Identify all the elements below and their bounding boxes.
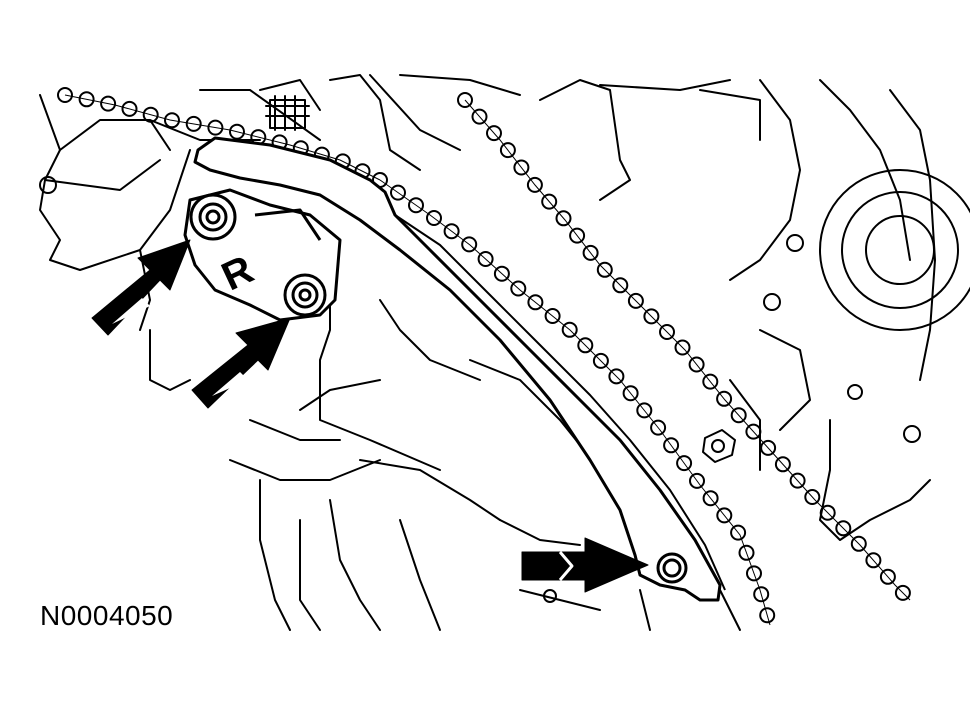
chain-link (513, 159, 530, 176)
chain-link (471, 108, 488, 125)
chain-link (510, 280, 527, 297)
chain-link (185, 115, 202, 132)
chain-link (577, 337, 594, 354)
chain-link (555, 210, 572, 227)
chain-link (426, 210, 442, 226)
block-holes (39, 176, 921, 603)
chain-side-plate (64, 94, 381, 181)
chain-side-plate (379, 179, 771, 626)
tensioner-lower-bolt-icon (283, 273, 327, 317)
chain-link (608, 368, 625, 385)
chain-link (636, 402, 653, 419)
chain-link (774, 456, 791, 473)
chain-link (100, 95, 117, 112)
chain-link (561, 321, 578, 338)
chain-link (627, 292, 644, 309)
chain-link (526, 176, 543, 193)
chain-link (879, 568, 896, 585)
chain-side-plate (464, 99, 911, 601)
chain-link (486, 125, 502, 142)
chain-link (674, 339, 691, 356)
chain-link (121, 100, 138, 117)
chain-link (663, 437, 680, 454)
timing-chain-main (372, 172, 776, 626)
chain-link (730, 524, 747, 541)
chain-link (612, 277, 629, 294)
chain-link (716, 390, 733, 407)
chain-link (753, 586, 770, 603)
arrow-upper-left-bolt (91, 239, 191, 336)
chain-link (582, 244, 599, 261)
chain-link (819, 504, 836, 521)
chain-link (569, 227, 586, 244)
chain-link (544, 308, 561, 324)
chain-link (730, 407, 747, 424)
chain-link (461, 236, 478, 253)
chain-link (390, 184, 406, 201)
chain-link (759, 607, 776, 624)
chain-link (738, 544, 755, 561)
chain-link (229, 123, 245, 140)
chain-link (702, 490, 719, 507)
chain-link (527, 294, 544, 311)
chain-link (894, 584, 911, 601)
chain-link (676, 455, 693, 472)
chain-link (78, 91, 95, 108)
guide-pivot-bolt-icon (656, 552, 688, 584)
chain-link (57, 87, 73, 103)
chain-link (408, 197, 424, 214)
chain-link (688, 356, 705, 373)
chain-link (592, 352, 609, 369)
timing-chain-right (457, 92, 911, 601)
chain-link (760, 439, 777, 456)
chain-link (207, 119, 224, 136)
chain-link (499, 142, 516, 159)
chain-link (850, 535, 867, 552)
arrow-guide-pivot-bolt (521, 537, 649, 593)
arrow-lower-left-bolt (191, 317, 291, 409)
chain-link (650, 419, 667, 436)
chain-link (659, 324, 675, 340)
chain-link (622, 385, 639, 402)
chain-link (596, 261, 613, 278)
chain-link (745, 423, 762, 440)
chain-link (746, 565, 762, 582)
chain-link (477, 251, 494, 267)
crankshaft-sprocket-icon (819, 169, 970, 331)
chain-link (164, 112, 180, 129)
figure-id-label: N0004050 (40, 600, 174, 631)
chain-link (789, 472, 806, 489)
chain-link (457, 92, 473, 108)
chain-link (541, 193, 558, 210)
chain-link (493, 265, 510, 282)
chain-link (865, 552, 882, 569)
chain-link (804, 489, 821, 505)
chain-link (643, 308, 660, 325)
chain-link (702, 373, 719, 390)
block-stud-icon (702, 429, 736, 463)
engine-block-outline (39, 74, 936, 631)
crosshatch-mark-icon (265, 95, 310, 131)
tensioner-upper-bolt-icon (189, 193, 237, 241)
chain-link (142, 106, 159, 123)
chain-link (835, 520, 852, 537)
chain-link (689, 472, 705, 489)
chain-link (716, 507, 733, 524)
chain-link (443, 223, 460, 240)
